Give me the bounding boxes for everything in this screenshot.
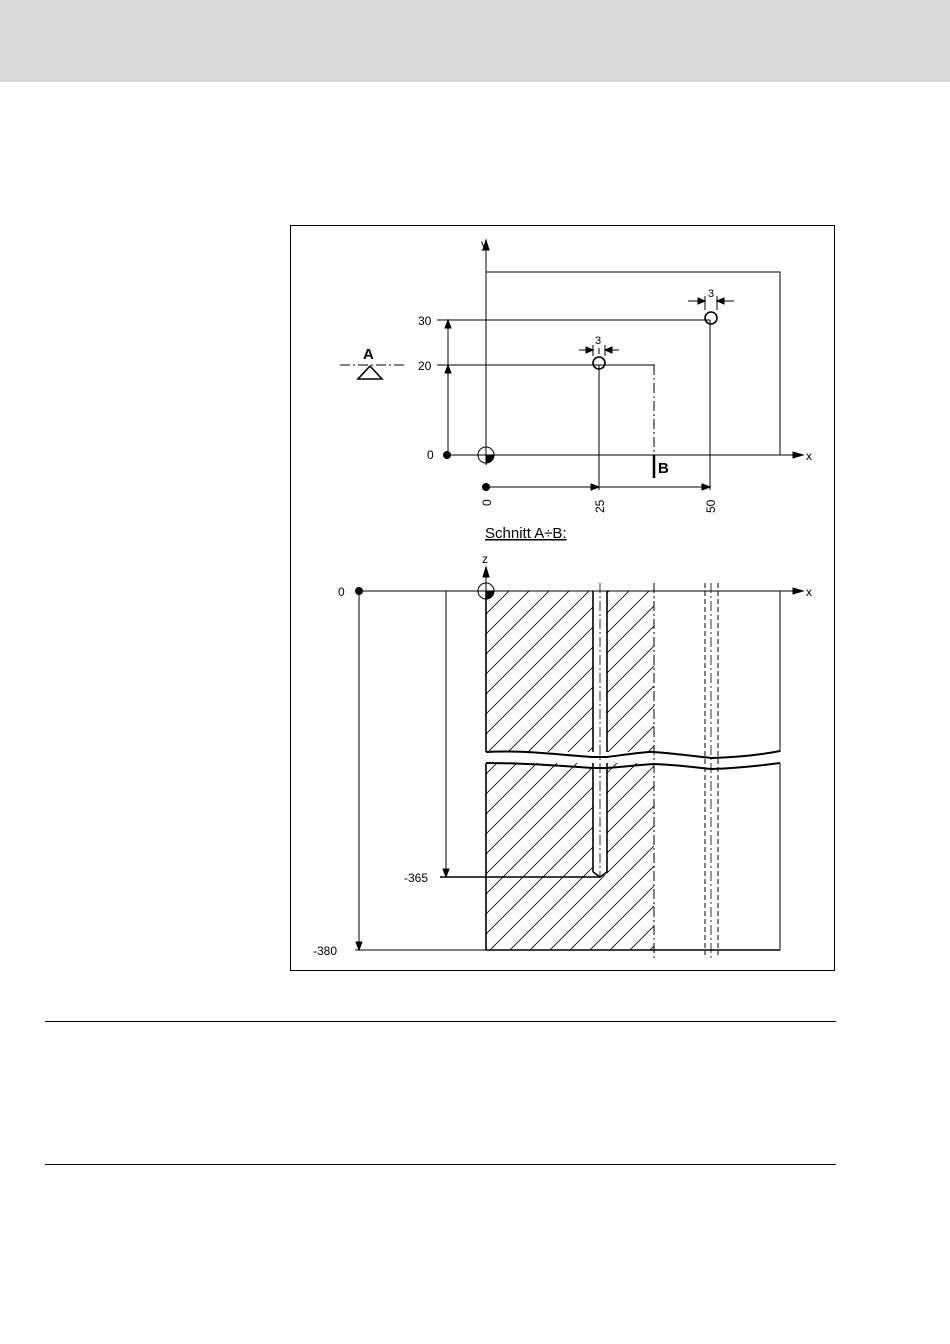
hatch-lower-right <box>607 763 654 875</box>
section-title: Schnitt A÷B: <box>485 525 567 542</box>
x-label-25: 25 <box>593 499 607 513</box>
z-axis-arrow <box>483 567 489 577</box>
divider-bottom <box>45 1164 836 1165</box>
hole-left-dim-label: 3 <box>595 335 601 347</box>
x-axis-section-arrow <box>793 588 803 594</box>
hole-right-dim-label: 3 <box>708 288 714 300</box>
z-label-0: 0 <box>338 585 345 599</box>
hatch-lower-bottom <box>486 875 654 950</box>
y-label-30: 30 <box>418 314 432 328</box>
top-view-labels: y x 30 20 0 0 25 50 3 3 A B Schnitt A÷B: <box>363 237 812 542</box>
divider-top <box>45 1021 836 1022</box>
x-axis-arrow <box>793 452 803 458</box>
y-label-20: 20 <box>418 359 432 373</box>
section-label-a: A <box>363 346 374 363</box>
z-label-380: -380 <box>313 944 337 958</box>
x-axis-label-section: x <box>806 585 812 599</box>
hatch-upper-left <box>486 591 593 752</box>
section-view <box>355 567 803 960</box>
section-arrow-a <box>358 366 382 379</box>
workpiece-outline-top <box>486 272 780 455</box>
z-label-365: -365 <box>404 871 428 885</box>
y-label-0: 0 <box>427 448 434 462</box>
break-line-upper <box>486 751 780 758</box>
y-axis-label: y <box>481 237 487 251</box>
x-axis-label-top: x <box>806 449 812 463</box>
top-view <box>340 240 803 491</box>
hatch-lower-left <box>486 763 593 875</box>
section-label-b: B <box>658 460 669 477</box>
z-axis-label: z <box>482 552 488 566</box>
x-label-0: 0 <box>480 499 494 506</box>
x-datum-dot <box>483 484 490 491</box>
x-label-50: 50 <box>704 499 718 513</box>
origin-symbol-top <box>476 445 496 465</box>
hatch-upper-right <box>607 591 654 752</box>
z-datum-dot <box>356 588 363 595</box>
y-datum-dot <box>444 452 451 459</box>
